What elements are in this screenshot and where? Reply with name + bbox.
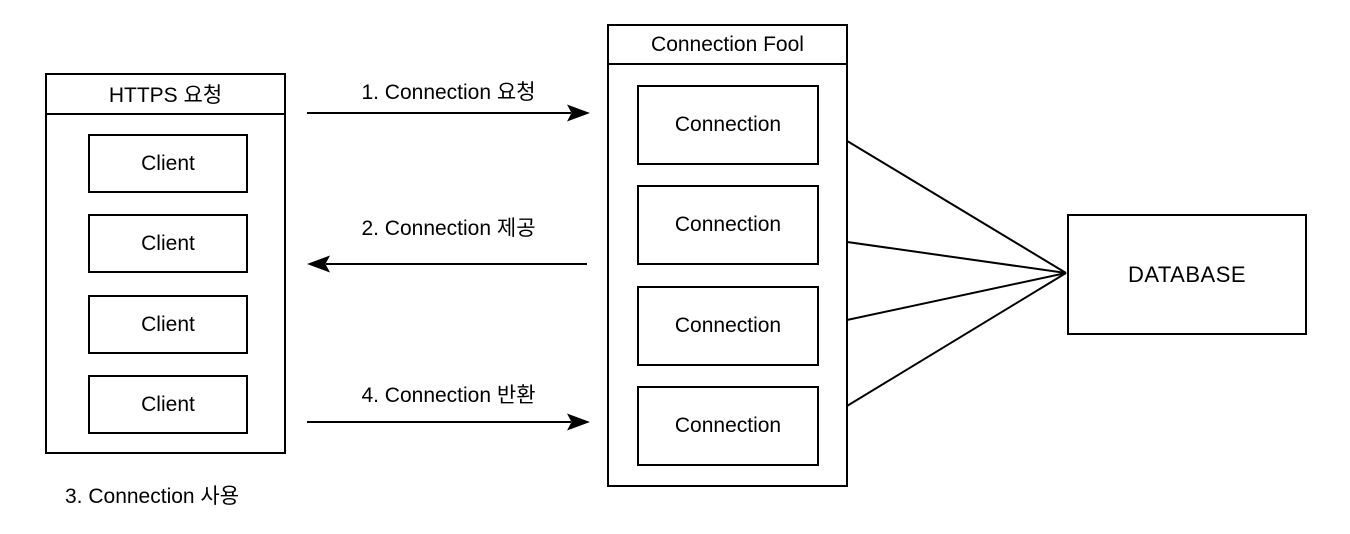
connection-pool-title: Connection Fool xyxy=(609,26,846,65)
connection-label: Connection xyxy=(674,113,782,136)
arrow-connection-request xyxy=(307,104,590,122)
flow-label-provide: 2. Connection 제공 xyxy=(361,217,536,240)
connection1-db-line xyxy=(818,123,1067,274)
client-label: Client xyxy=(141,151,195,175)
client-label: Client xyxy=(141,312,195,336)
client-label: Client xyxy=(141,392,195,416)
flow-label-use: 3. Connection 사용 xyxy=(65,485,240,508)
flow-label-request: 1. Connection 요청 xyxy=(361,81,536,104)
connection-label: Connection xyxy=(674,213,782,236)
connection-box-3: Connection xyxy=(637,286,819,366)
connection2-db-line xyxy=(818,237,1067,274)
connection4-db-line xyxy=(818,272,1067,424)
connection-label: Connection xyxy=(674,414,782,437)
client-box-4: Client xyxy=(88,375,248,434)
flow-label-return: 4. Connection 반환 xyxy=(361,384,536,407)
arrow-connection-provide xyxy=(307,255,587,273)
connection3-db-line xyxy=(818,272,1067,327)
connection-box-4: Connection xyxy=(637,386,819,466)
connection-box-1: Connection xyxy=(637,85,819,165)
connection-box-2: Connection xyxy=(637,185,819,265)
client-label: Client xyxy=(141,231,195,255)
database-label: DATABASE xyxy=(1127,261,1247,287)
connection-label: Connection xyxy=(674,314,782,337)
client-box-3: Client xyxy=(88,295,248,354)
client-group-title: HTTPS 요청 xyxy=(47,75,284,115)
client-box-1: Client xyxy=(88,134,248,193)
database-box: DATABASE xyxy=(1067,214,1307,335)
client-box-2: Client xyxy=(88,214,248,273)
arrow-connection-return xyxy=(307,413,590,431)
